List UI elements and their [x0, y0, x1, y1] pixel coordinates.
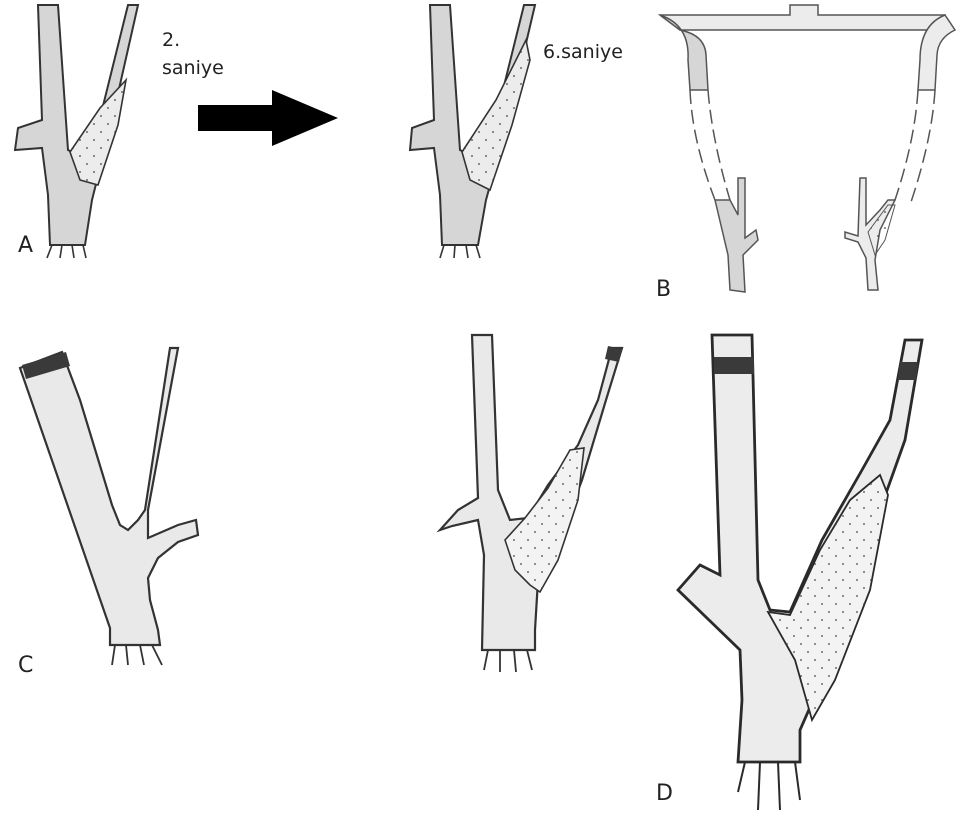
panel-b-right-dashed — [895, 90, 935, 205]
panel-d-vessel — [678, 335, 922, 762]
panel-c-label: C — [18, 653, 33, 678]
panel-d-stumps — [738, 762, 800, 810]
panel-a-vessel — [15, 5, 138, 245]
panel-c-vessel — [20, 348, 198, 645]
panel-c-bifurcation: C — [18, 348, 198, 678]
panel-d-bifurcation: D — [656, 335, 922, 810]
panel-b-left-lower — [715, 178, 758, 292]
panel-c2-bifurcation — [440, 335, 622, 672]
panel-a-bifurcation: A — [15, 5, 138, 258]
panel-b-left-dashed — [690, 90, 730, 200]
panel-b-circulation: B — [656, 5, 955, 302]
panel-c2-stumps — [484, 650, 532, 672]
right-arrow-icon — [198, 90, 338, 146]
panel-a-dots — [70, 80, 126, 185]
panel-d-label: D — [656, 781, 673, 806]
panel-c-stumps — [112, 645, 162, 665]
panel-b-arch — [660, 5, 945, 30]
panel-d-clamp-right — [898, 362, 918, 380]
panel-d-clamp-left — [714, 357, 754, 374]
arrow-label-line2: saniye — [162, 57, 224, 79]
panel-a-6s-vessel — [410, 5, 535, 245]
panel-b-label: B — [656, 277, 671, 302]
panel-a-6s-dots — [462, 40, 530, 190]
arrow-label-line1: 2. — [162, 29, 180, 51]
panel-a-stumps — [47, 245, 86, 258]
panel-a-label: A — [18, 233, 33, 258]
panel-a-6s-stumps — [440, 245, 480, 258]
second-label: 6.saniye — [543, 41, 623, 63]
time-arrow: 2. saniye — [162, 29, 338, 146]
panel-a-bifurcation-6s: 6.saniye — [410, 5, 623, 258]
panel-c2-vessel — [440, 335, 622, 650]
